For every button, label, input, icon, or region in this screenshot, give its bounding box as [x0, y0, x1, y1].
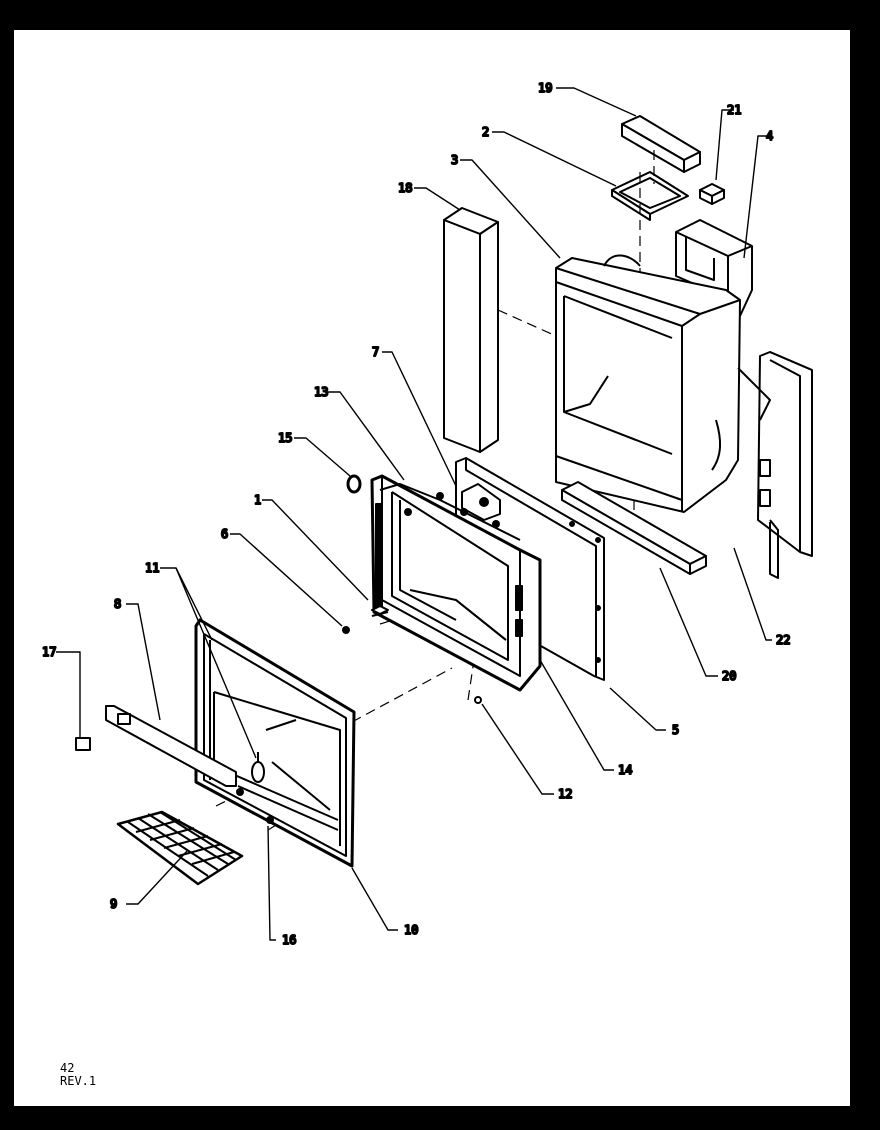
callout-2: 2	[482, 125, 489, 139]
part-17-button	[75, 737, 91, 751]
callout-16: 16	[282, 933, 296, 947]
page-number: 42	[60, 1061, 75, 1075]
callout-5: 5	[672, 723, 679, 737]
leader-lines	[56, 87, 772, 941]
revision-label: REV.1	[60, 1074, 97, 1088]
part-15-grommet	[346, 474, 362, 494]
callout-10: 10	[404, 923, 418, 937]
callout-7: 7	[372, 345, 379, 359]
part-21-small-block	[699, 183, 725, 205]
callout-9: 9	[110, 897, 117, 911]
callout-15: 15	[278, 431, 292, 445]
callout-4: 4	[766, 129, 773, 143]
part-12-screw	[474, 696, 482, 704]
callout-11: 11	[145, 561, 159, 575]
part-9-grille	[116, 810, 244, 886]
part-10-front-frame	[194, 618, 356, 868]
part-19-top-block	[621, 115, 701, 173]
callout-20: 20	[722, 669, 736, 683]
part-3-liner-housing	[555, 254, 741, 513]
part-20-bar	[561, 481, 707, 575]
callout-3: 3	[451, 153, 458, 167]
part-1-clip	[371, 605, 389, 617]
part-13-dispenser-housing	[370, 474, 542, 692]
part-11-lamp	[251, 752, 265, 783]
callout-12: 12	[558, 787, 572, 801]
callout-17: 17	[42, 645, 56, 659]
callout-1: 1	[254, 493, 261, 507]
part-16-screws	[236, 788, 274, 824]
callout-6: 6	[221, 527, 228, 541]
callout-18: 18	[398, 181, 412, 195]
part-22-side-panel	[737, 351, 813, 579]
part-6-screw	[342, 626, 350, 634]
callout-13: 13	[314, 385, 328, 399]
callout-19: 19	[538, 81, 552, 95]
callout-8: 8	[114, 597, 121, 611]
part-8-trim-strip	[105, 705, 237, 787]
callout-22: 22	[776, 633, 790, 647]
drawing-sheet: 19 21 2 4 3 18 7 13 15 1 6 11 8 17 9 16 …	[14, 30, 850, 1106]
callout-labels: 19 21 2 4 3 18 7 13 15 1 6 11 8 17 9 16 …	[41, 80, 791, 948]
part-18-insulation-block	[443, 207, 499, 453]
callout-21: 21	[727, 103, 741, 117]
part-2-frame	[611, 171, 689, 221]
exploded-parts-diagram: 19 21 2 4 3 18 7 13 15 1 6 11 8 17 9 16 …	[41, 80, 813, 948]
callout-14: 14	[618, 763, 632, 777]
